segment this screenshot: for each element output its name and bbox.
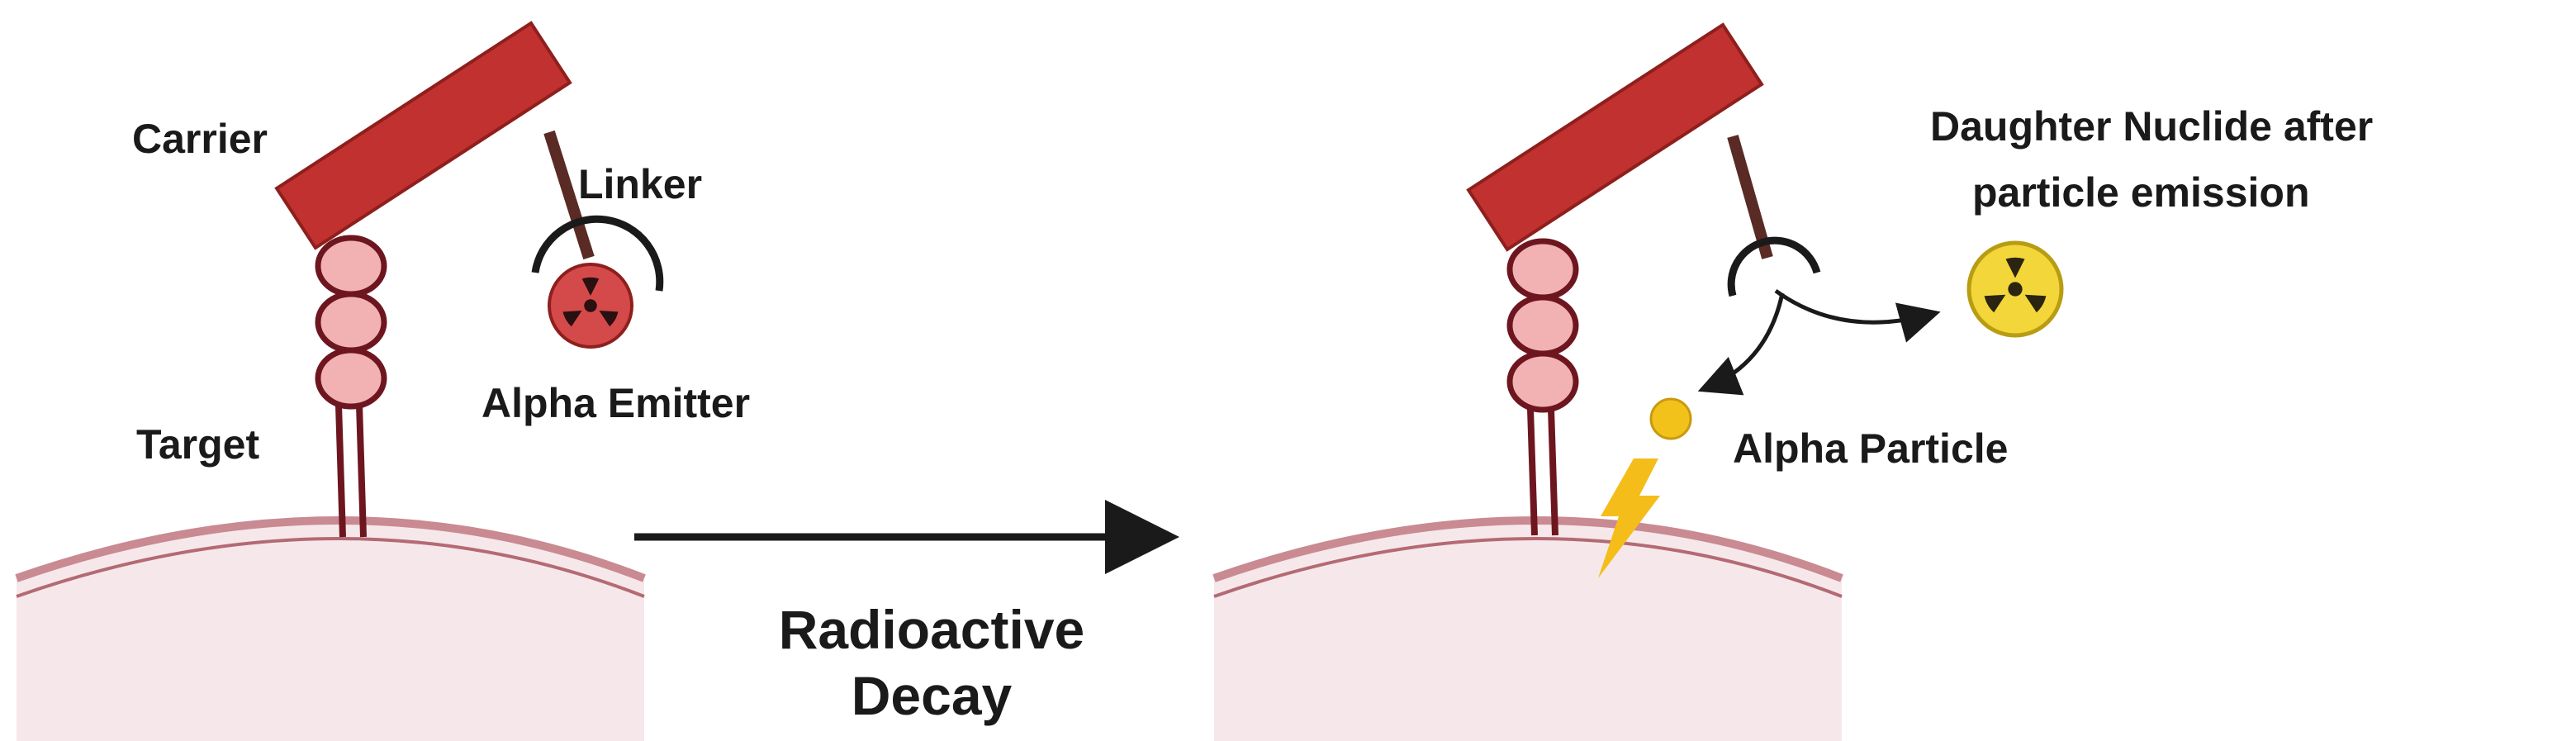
lightning-icon [1598, 458, 1660, 578]
target-receptor-right [1506, 238, 1579, 536]
alpha-particle [1649, 397, 1692, 440]
cell-left [17, 520, 644, 741]
empty-chelator [1727, 236, 1821, 297]
alpha-emitter [531, 215, 664, 349]
left-panel: Carrier Linker Target Alpha Emitter [15, 21, 750, 741]
cell-right [1214, 520, 1842, 741]
linker [543, 130, 595, 260]
process-label-line1: Radioactive [779, 599, 1084, 660]
process-label-line2: Decay [852, 665, 1013, 726]
target-receptor [315, 235, 387, 538]
carrier [274, 21, 572, 250]
daughter-label-line1: Daughter Nuclide after [1930, 103, 2373, 150]
linker-label: Linker [578, 161, 702, 207]
linker-right [1727, 135, 1773, 259]
arrow-to-alpha [1697, 292, 1785, 396]
cell-membrane-left [15, 516, 646, 582]
target-label: Target [136, 421, 259, 468]
alpha-particle-label: Alpha Particle [1733, 425, 2008, 472]
arrow-to-daughter [1774, 288, 1941, 343]
decay-process: Radioactive Decay [634, 500, 1179, 726]
daughter-label-line2: particle emission [1972, 169, 2310, 216]
carrier-label: Carrier [132, 116, 268, 162]
carrier-right [1466, 22, 1764, 252]
daughter-nuclide [1966, 240, 2064, 338]
alpha-emitter-label: Alpha Emitter [482, 380, 750, 426]
right-panel: Daughter Nuclide after particle emission… [1212, 22, 2373, 741]
